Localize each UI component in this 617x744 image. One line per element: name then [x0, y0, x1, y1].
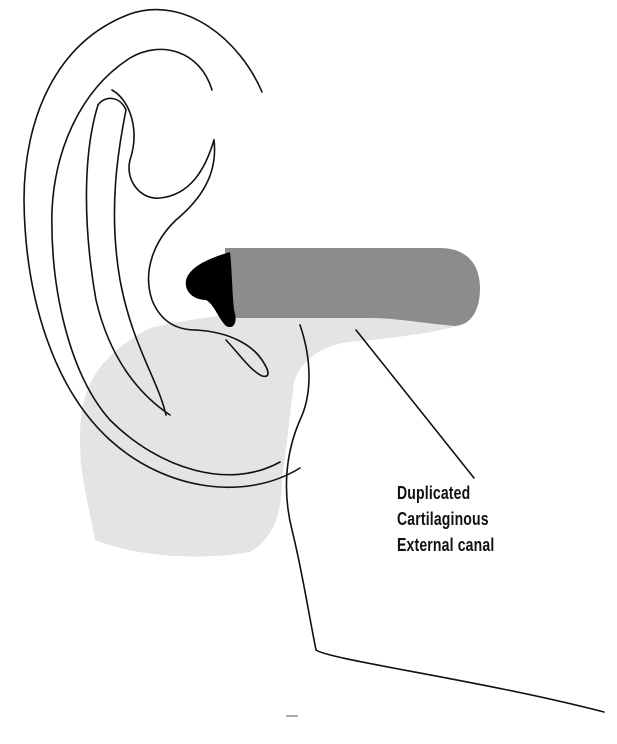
external-canal-bar [225, 248, 480, 326]
duplicated-canal-label: Duplicated Cartilaginous External canal [397, 480, 553, 558]
label-line-1: Duplicated [397, 480, 553, 506]
label-line-3: External canal [397, 532, 553, 558]
concha-rim-outline [149, 140, 215, 330]
label-line-2: Cartilaginous [397, 506, 553, 532]
meatus-opening [186, 252, 236, 327]
upper-crus-outline [112, 90, 214, 198]
label-leader-line [356, 330, 474, 478]
